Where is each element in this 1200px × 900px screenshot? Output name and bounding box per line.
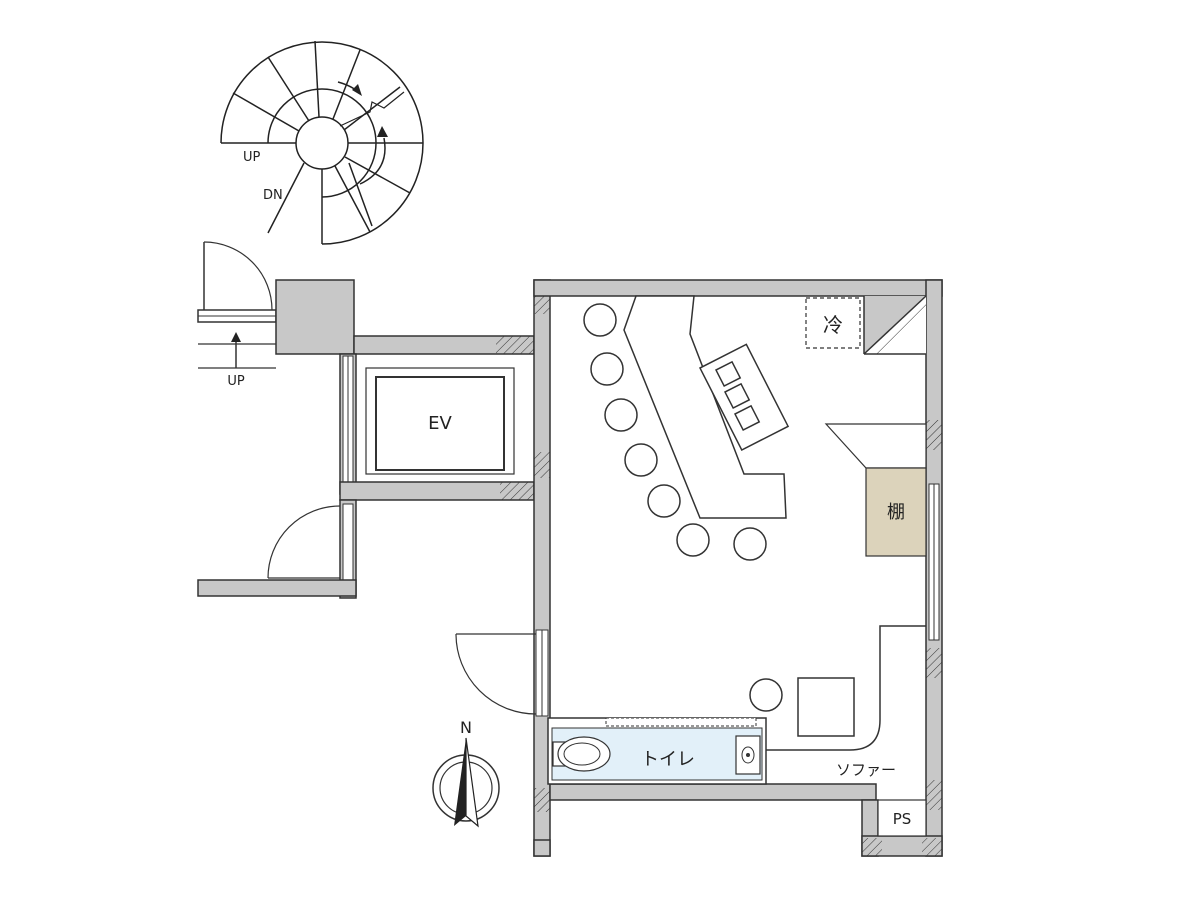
entrance-up-label: UP [227, 374, 245, 389]
entrance-area [197, 241, 535, 599]
shelf [824, 423, 927, 557]
main-room-walls [533, 279, 943, 857]
refrigerator-label: 冷 [823, 313, 843, 337]
stool [733, 527, 767, 561]
bar-counter [623, 295, 787, 519]
stair-down-label: DN [263, 188, 283, 203]
spiral-staircase [220, 40, 424, 245]
sofa-label: ソファー [836, 761, 896, 779]
bar-stools [583, 303, 783, 712]
north-arrow-icon [432, 737, 500, 828]
stool [583, 303, 617, 337]
elevator-label: EV [428, 413, 452, 434]
stool [749, 678, 783, 712]
stool [676, 523, 710, 557]
toilet-room [547, 717, 767, 785]
stair-up-label: UP [243, 150, 261, 165]
stool [624, 443, 658, 477]
elevator [365, 367, 515, 475]
stool [590, 352, 624, 386]
toilet-label: トイレ [641, 749, 695, 770]
north-label: N [460, 718, 472, 737]
pipe-space [877, 799, 927, 837]
stool [604, 398, 638, 432]
refrigerator [805, 297, 861, 349]
shelf-label: 棚 [887, 502, 905, 523]
sofa [766, 625, 926, 751]
side-table [797, 677, 855, 737]
sink-unit [698, 343, 790, 451]
pipe-space-label: PS [893, 810, 912, 828]
main-door [455, 633, 537, 715]
stool [647, 484, 681, 518]
